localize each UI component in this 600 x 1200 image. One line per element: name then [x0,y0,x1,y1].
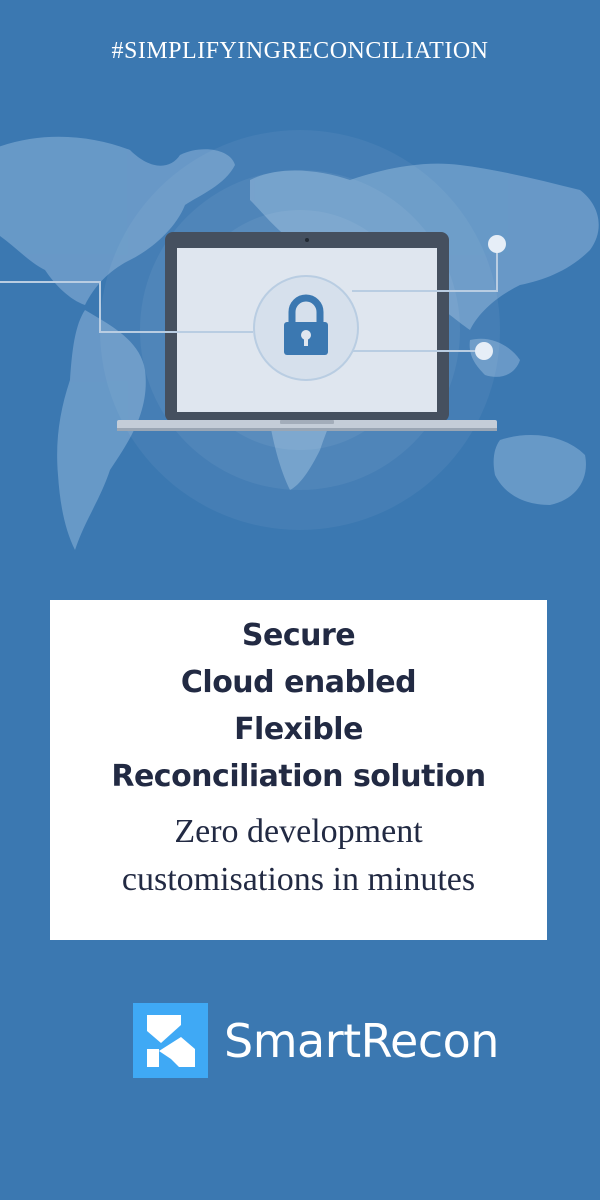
tagline-line-2: customisations in minutes [121,861,476,898]
connection-lines [0,244,498,352]
tagline-line-1: Zero development [174,813,423,850]
connection-nodes [475,235,506,360]
feature-card: Secure Cloud enabled Flexible Reconcilia… [50,600,547,940]
smartrecon-logo-icon [133,1003,208,1078]
headline-line-secure: Secure [241,618,356,653]
brand-name: SmartRecon [224,1013,499,1068]
padlock-icon [253,275,359,381]
headline-line-cloud: Cloud enabled [180,665,417,700]
headline-line-solution: Reconciliation solution [111,759,486,794]
hero-illustration [0,130,599,550]
brand-logo: SmartRecon [133,1003,499,1078]
headline-line-flexible: Flexible [234,712,363,747]
hashtag-title: #SIMPLIFYINGRECONCILIATION [111,38,489,64]
headline: Secure Cloud enabled Flexible Reconcilia… [50,612,547,800]
tagline: Zero development customisations in minut… [50,808,547,904]
